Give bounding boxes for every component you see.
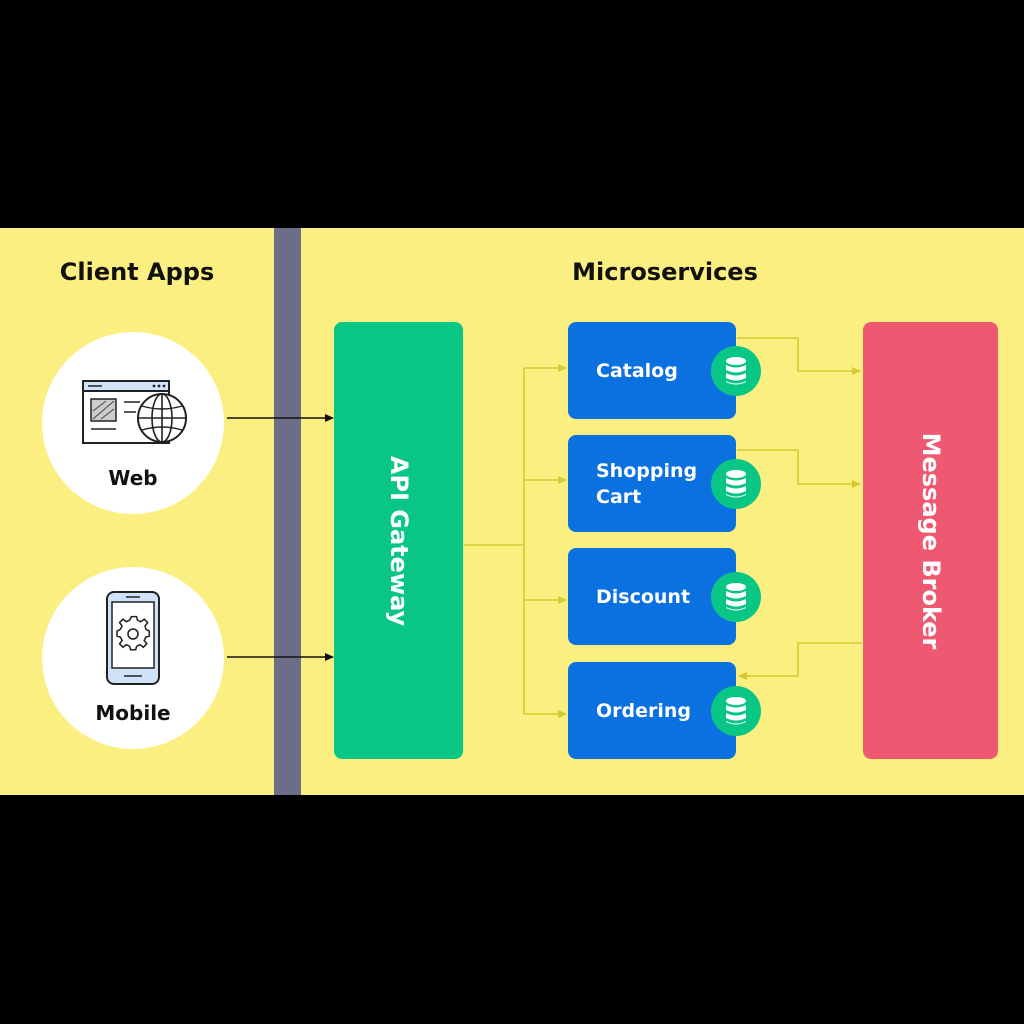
client-apps-title: Client Apps — [59, 258, 215, 286]
database-icon — [711, 345, 761, 396]
service-discount-label: Discount — [596, 585, 691, 608]
api-gateway: API Gateway — [334, 322, 463, 759]
service-shopping-cart-label: Shopping Cart — [596, 459, 698, 508]
service-ordering: Ordering — [568, 662, 761, 759]
service-shopping-cart: Shopping Cart — [568, 435, 761, 532]
service-discount: Discount — [568, 548, 761, 645]
database-icon — [711, 571, 761, 622]
gateway-to-services-connectors — [464, 364, 567, 718]
browser-globe-icon — [82, 380, 187, 444]
microservices-title: Microservices — [572, 258, 758, 286]
service-catalog: Catalog — [568, 322, 761, 419]
database-icon — [711, 685, 761, 736]
message-broker: Message Broker — [863, 322, 998, 759]
database-icon — [711, 458, 761, 509]
mobile-gear-icon — [106, 591, 160, 685]
services-to-broker-connectors — [737, 337, 862, 680]
client-mobile-label: Mobile — [95, 701, 171, 725]
client-web: Web — [42, 332, 224, 514]
service-ordering-label: Ordering — [596, 699, 692, 722]
client-web-label: Web — [108, 466, 158, 490]
client-mobile: Mobile — [42, 567, 224, 749]
panel-divider — [274, 228, 301, 795]
service-catalog-label: Catalog — [596, 359, 678, 382]
